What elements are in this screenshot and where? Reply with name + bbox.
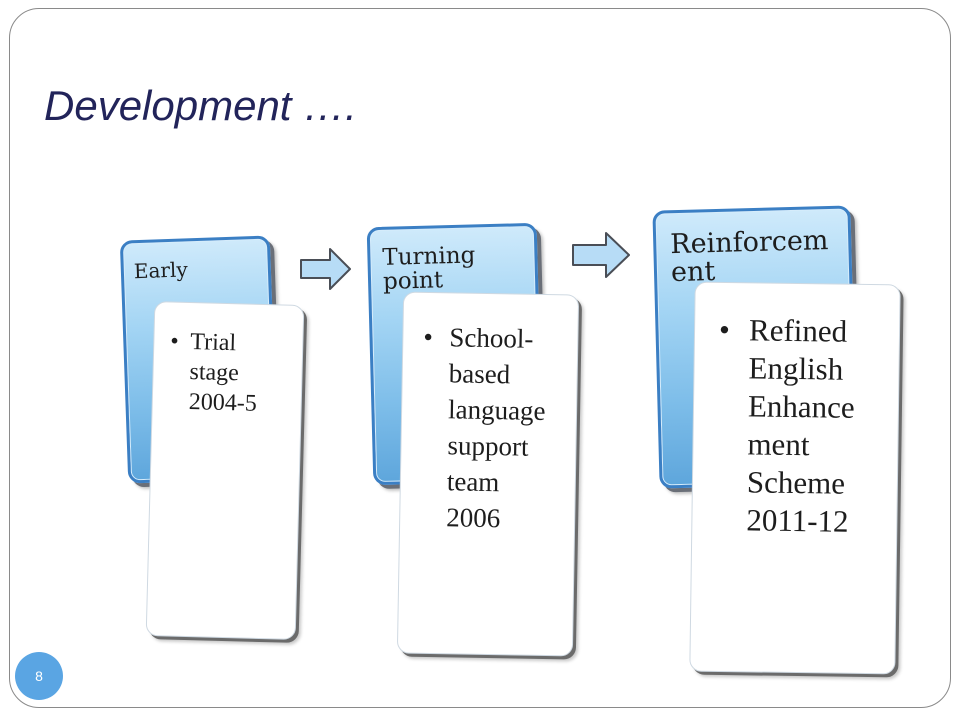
bullet-glyph: •	[423, 321, 434, 353]
right-arrow-icon	[300, 248, 351, 290]
content-card-turning-point: • School- based language support team 20…	[396, 291, 580, 657]
bullet-item: • School- based language support team 20…	[420, 319, 547, 537]
page-number-badge: 8	[15, 652, 63, 700]
bullet-item: • Refined English Enhance ment Scheme 20…	[716, 311, 856, 541]
bullet-text: Trial stage 2004-5	[188, 329, 258, 417]
right-arrow-icon	[572, 232, 630, 278]
bullet-glyph: •	[718, 311, 731, 348]
content-card-early: • Trial stage 2004-5	[145, 301, 305, 640]
bullet-item: • Trial stage 2004-5	[168, 327, 258, 419]
bullet-glyph: •	[170, 328, 180, 355]
bullet-text: School- based language support team 2006	[445, 322, 546, 534]
stage-label: Early	[133, 257, 189, 284]
bullet-text: Refined English Enhance ment Scheme 2011…	[746, 312, 855, 539]
stage-label: Turning point	[382, 242, 476, 295]
content-card-reinforcement: • Refined English Enhance ment Scheme 20…	[689, 281, 901, 675]
slide-title: Development ….	[44, 82, 357, 129]
stage-label: Reinforcement	[669, 225, 829, 289]
